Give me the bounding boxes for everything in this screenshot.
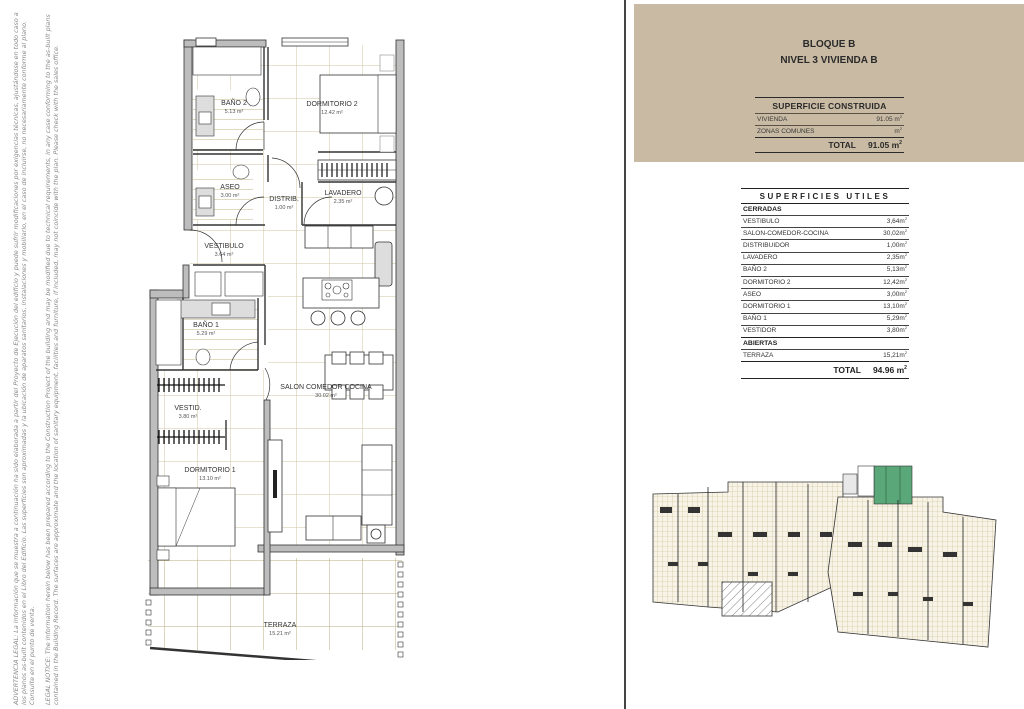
row-value: 30,02m2 [883,227,907,237]
table-row: DISTRIBUIDOR 1,00m2 [741,239,909,251]
table-row: VESTIDOR 3,80m2 [741,324,909,337]
site-plan-drawing [652,465,997,648]
table-row: LAVADERO 2,35m2 [741,251,909,264]
row-value: 3,64m2 [886,215,907,225]
row-label: SALON-COMEDOR-COCINA [743,229,829,237]
block-label: BLOQUE B [802,39,856,50]
legal-notice-es: ADVERTENCIA LEGAL: La información que se… [12,12,37,705]
row-value: 5,13m2 [886,264,907,274]
superficie-construida-total: TOTAL 91.05 m2 [755,137,904,153]
row-label: LAVADERO [743,254,778,262]
row-label: DISTRIBUIDOR [743,241,790,249]
legal-notice-en: LEGAL NOTICE: The information herein bel… [43,14,60,705]
row-value: 3,00m2 [886,288,907,298]
table-row: SALON-COMEDOR-COCINA 30,02m2 [741,227,909,239]
section-cerradas: CERRADAS [741,203,909,215]
row-label: DORMITORIO 1 [743,302,791,310]
table-row: DORMITORIO 2 12,42m2 [741,276,909,288]
floor-plan-drawing [145,37,405,660]
row-label: DORMITORIO 2 [743,278,791,286]
row-value: 15,21m2 [883,349,907,359]
room-label-vestidor: VESTID.3.80 m² [174,405,202,420]
superficies-utiles-table: SUPERFICIES UTILES CERRADAS VESTIBULO 3,6… [741,188,909,380]
row-value: 2,35m2 [886,251,907,262]
superficies-utiles-total: TOTAL 94.96 m2 [741,361,909,380]
table-row: BAÑO 1 5,29m2 [741,312,909,325]
row-label: VESTIBULO [743,217,780,225]
row-label: ASEO [743,290,762,298]
row-value: 3,80m2 [886,325,907,335]
unit-label: NIVEL 3 VIVIENDA B [780,55,878,66]
superficie-construida-title: SUPERFICIE CONSTRUIDA [772,101,887,111]
superficies-utiles-title: SUPERFICIES UTILES [759,192,891,201]
site-plan-thumbnail [648,462,998,667]
unit-info-box: BLOQUE B NIVEL 3 VIVIENDA B SUPERFICIE C… [634,4,1024,162]
unit-title: BLOQUE B NIVEL 3 VIVIENDA B [634,37,1024,69]
table-row: VESTIBULO 3,64m2 [741,215,909,227]
table-row: VIVIENDA 91.05 m2 [755,113,904,125]
table-row: ASEO 3,00m2 [741,288,909,300]
table-row: TERRAZA 15,21m2 [741,349,909,361]
section-abiertas: ABIERTAS [741,337,909,349]
superficie-construida-table: SUPERFICIE CONSTRUIDA VIVIENDA 91.05 m2 … [755,97,904,153]
row-value: 5,29m2 [886,312,907,323]
table-row: BAÑO 2 5,13m2 [741,263,909,276]
legal-notice: ADVERTENCIA LEGAL: La información que se… [10,0,70,709]
page-divider [624,0,626,709]
row-label: BAÑO 1 [743,315,767,323]
row-label: BAÑO 2 [743,266,767,274]
table-row: ZONAS COMUNES m2 [755,125,904,137]
row-value: 13,10m2 [883,300,907,310]
row-value: 12,42m2 [883,276,907,286]
row-value: 1,00m2 [886,239,907,249]
table-row: DORMITORIO 1 13,10m2 [741,300,909,312]
row-label: TERRAZA [743,351,774,359]
room-label-distrib: DISTRIB.1.00 m² [269,196,299,211]
row-label: VESTIDOR [743,327,777,335]
